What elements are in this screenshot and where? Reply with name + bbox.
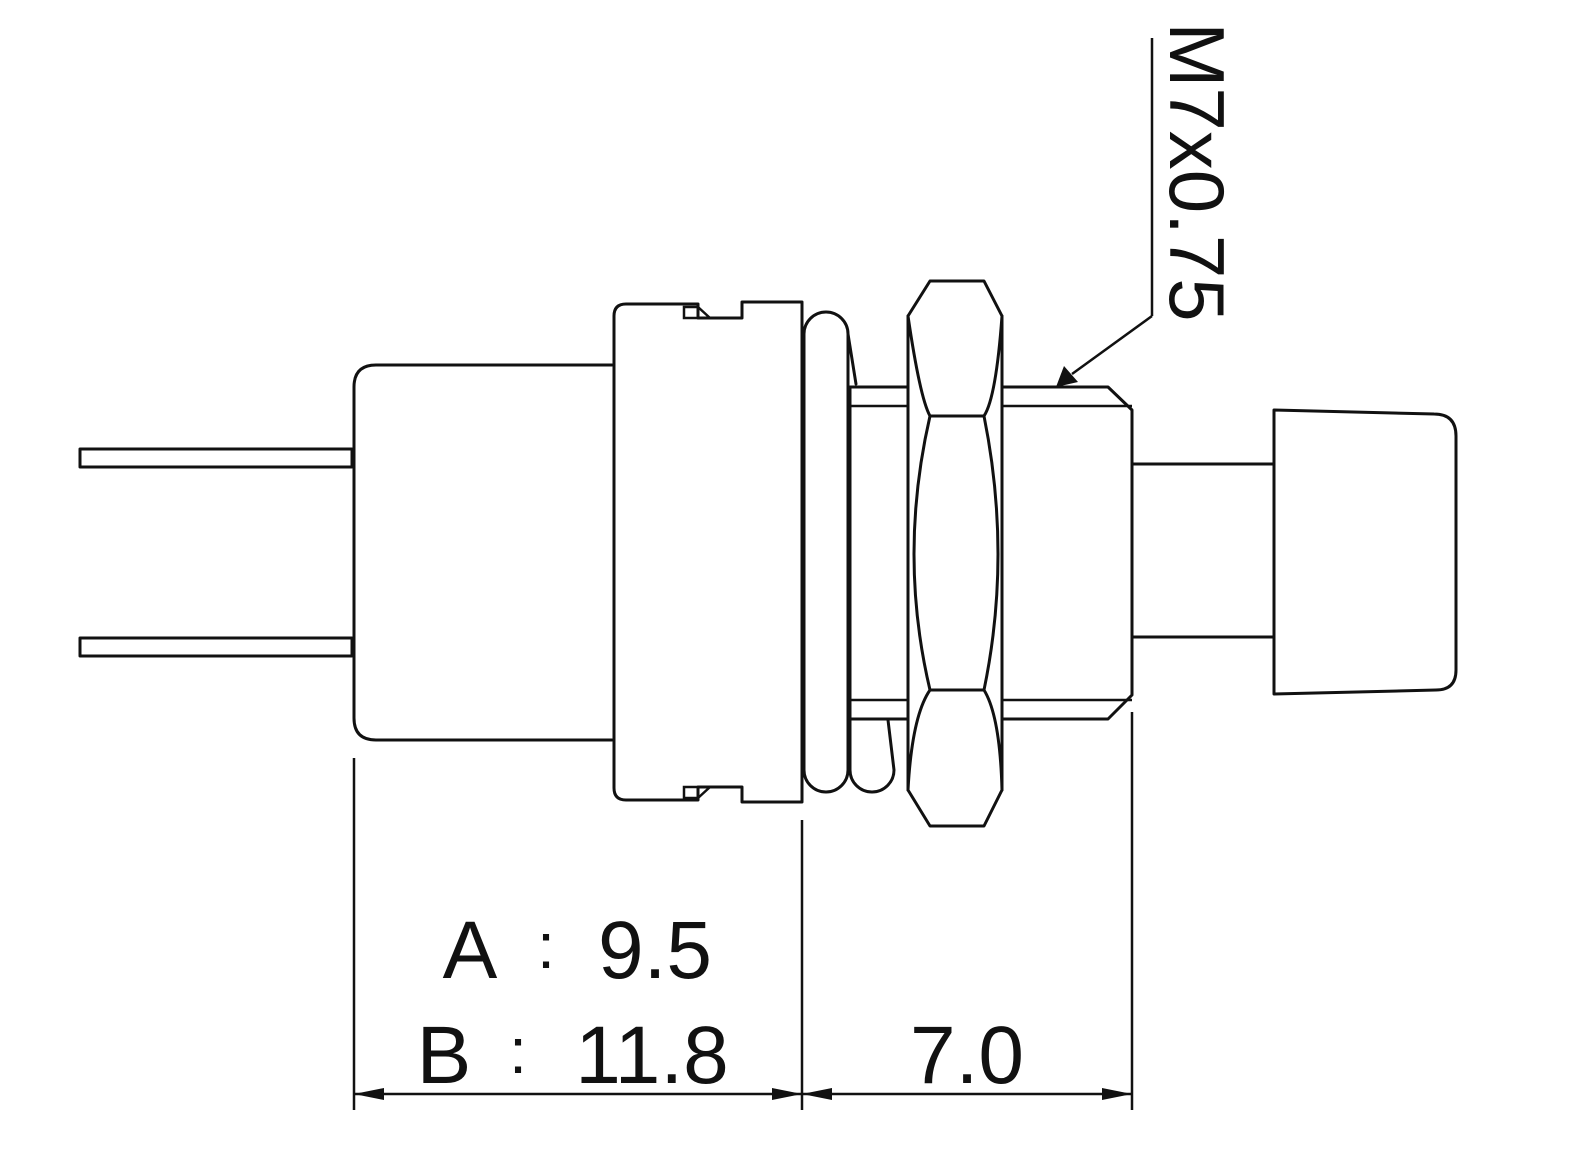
hex-nut — [850, 279, 1108, 828]
housing — [612, 300, 804, 804]
terminal-pin-top — [78, 447, 354, 469]
dim-b-value: 11.8 — [575, 1010, 729, 1101]
thread-callout-leader — [1056, 38, 1154, 387]
dimension-thread-length — [802, 1088, 1132, 1100]
rear-body — [352, 363, 614, 742]
terminal-pins — [78, 447, 354, 658]
housing-clip-top — [682, 305, 711, 320]
dim-a-value: 9.5 — [598, 905, 712, 996]
dim-thread-length-value: 7.0 — [910, 1010, 1024, 1101]
thread-callout-label: M7x0.75 — [1153, 22, 1241, 321]
dim-b-separator: : — [509, 1015, 527, 1087]
dimension-ab — [354, 1088, 802, 1100]
dim-a-name: A — [443, 905, 498, 996]
terminal-pin-bottom — [78, 636, 354, 658]
plunger-shaft — [1130, 462, 1276, 639]
dim-a-separator: : — [537, 910, 555, 982]
lock-washer — [802, 310, 896, 794]
extension-lines — [352, 712, 1134, 1110]
push-cap — [1272, 408, 1458, 696]
housing-clip-bottom — [682, 785, 711, 800]
dim-b-name: B — [417, 1010, 472, 1101]
